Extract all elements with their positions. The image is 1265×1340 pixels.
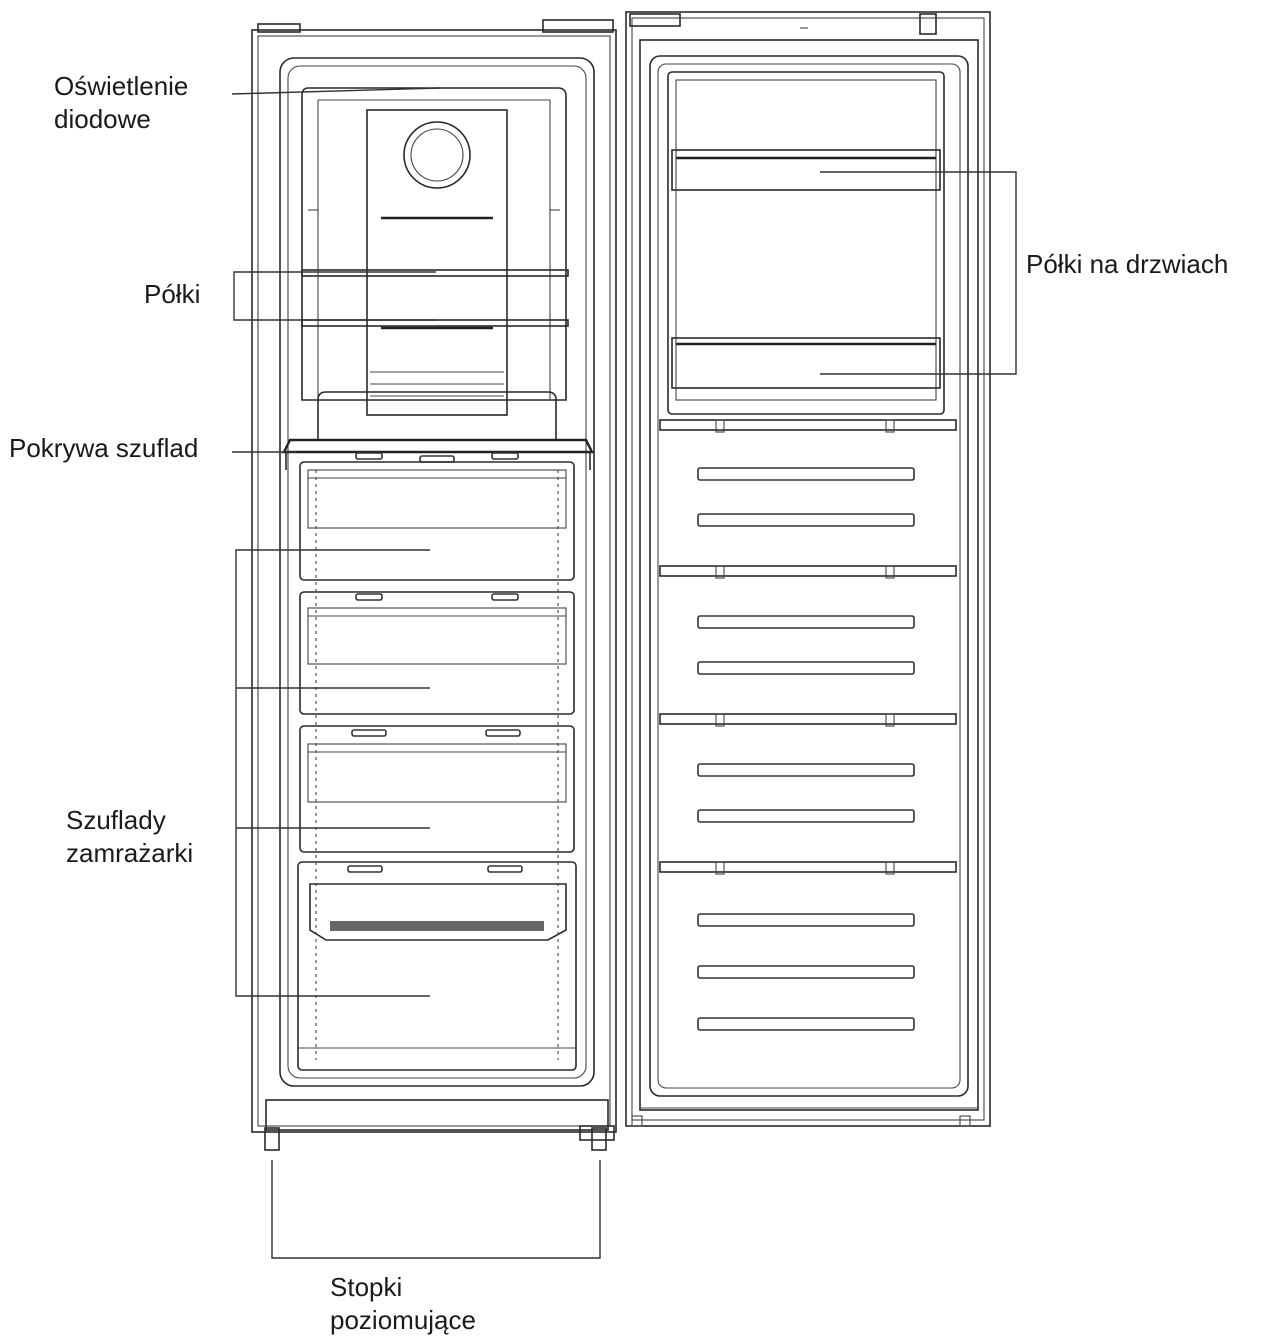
drawer-cover-label: Pokrywa szuflad xyxy=(9,432,198,465)
leader-lines xyxy=(231,87,1017,1259)
led-lighting-label-line1: Oświetlenie xyxy=(54,71,189,101)
freezer-door xyxy=(625,11,991,1127)
drawer-cover-label-text: Pokrywa szuflad xyxy=(9,433,199,463)
freezer-cabinet xyxy=(251,19,617,1151)
door-shelves-label-text: Półki na drzwiach xyxy=(1026,249,1229,279)
freezer-drawers-label-line2: zamrażarki xyxy=(66,838,194,868)
shelves-label: Półki xyxy=(144,278,200,311)
leveling-feet-label-line1: Stopki xyxy=(330,1272,403,1302)
leveling-feet-label-line2: poziomujące xyxy=(330,1305,476,1335)
freezer-drawers-label: Szuflady zamrażarki xyxy=(66,804,193,870)
shelves-label-text: Półki xyxy=(144,279,201,309)
led-lighting-label-line2: diodowe xyxy=(54,104,151,134)
freezer-drawers-label-line1: Szuflady xyxy=(66,805,166,835)
leveling-feet-label: Stopki poziomujące xyxy=(330,1271,476,1337)
door-shelves-label: Półki na drzwiach xyxy=(1026,248,1228,281)
led-lighting-label: Oświetlenie diodowe xyxy=(54,70,188,136)
